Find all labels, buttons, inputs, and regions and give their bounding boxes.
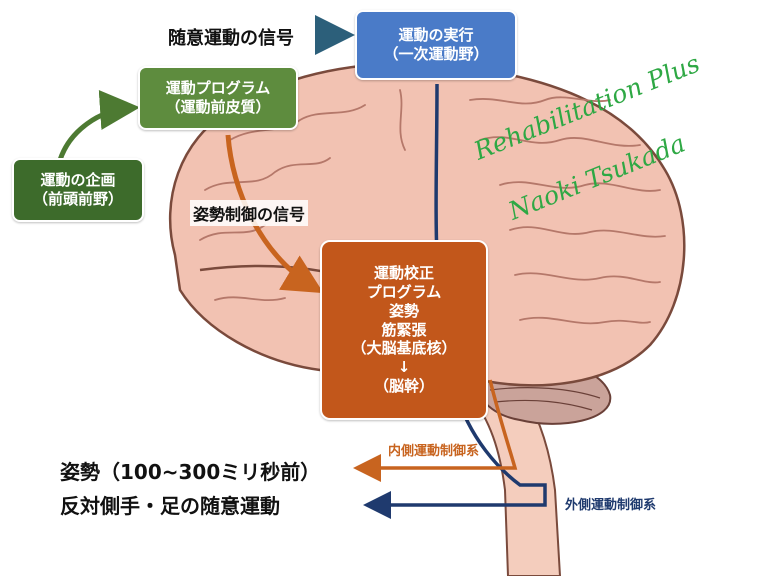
basal-line-7: （脳幹）	[373, 376, 434, 395]
label-lateral-system: 外側運動制御系	[565, 498, 657, 513]
basal-line-1: 運動校正	[373, 264, 434, 283]
basal-line-2: プログラム	[366, 283, 442, 302]
box-motor-planning: 運動の企画 （前頭前野）	[12, 158, 144, 222]
box-planning-line1: 運動の企画	[40, 171, 116, 190]
medial-pathway	[353, 379, 518, 482]
basal-line-5: （大脳基底核）	[351, 339, 457, 358]
label-posture-signal: 姿勢制御の信号	[190, 200, 309, 226]
label-voluntary-outcome: 反対側手・足の随意運動	[60, 494, 280, 518]
arrow-planning-to-program	[57, 90, 140, 161]
box-program-line1: 運動プログラム	[165, 79, 271, 98]
box-planning-line2: （前頭前野）	[32, 190, 123, 208]
box-program-line2: （運動前皮質）	[165, 98, 271, 116]
box-motor-execution: 運動の実行 （一次運動野）	[355, 10, 517, 80]
basal-line-6: ↓	[397, 358, 411, 377]
box-basal-ganglia: 運動校正 プログラム 姿勢 筋緊張 （大脳基底核） ↓ （脳幹）	[320, 240, 488, 420]
box-motor-program: 運動プログラム （運動前皮質）	[138, 66, 298, 130]
label-posture-outcome: 姿勢（100~300ミリ秒前）	[60, 460, 321, 484]
basal-line-4: 筋緊張	[381, 320, 427, 339]
basal-line-3: 姿勢	[388, 301, 419, 320]
box-execution-line2: （一次運動野）	[383, 45, 489, 63]
box-execution-line1: 運動の実行	[398, 26, 474, 45]
label-voluntary-signal: 随意運動の信号	[168, 28, 294, 49]
label-medial-system: 内側運動制御系	[388, 444, 480, 459]
